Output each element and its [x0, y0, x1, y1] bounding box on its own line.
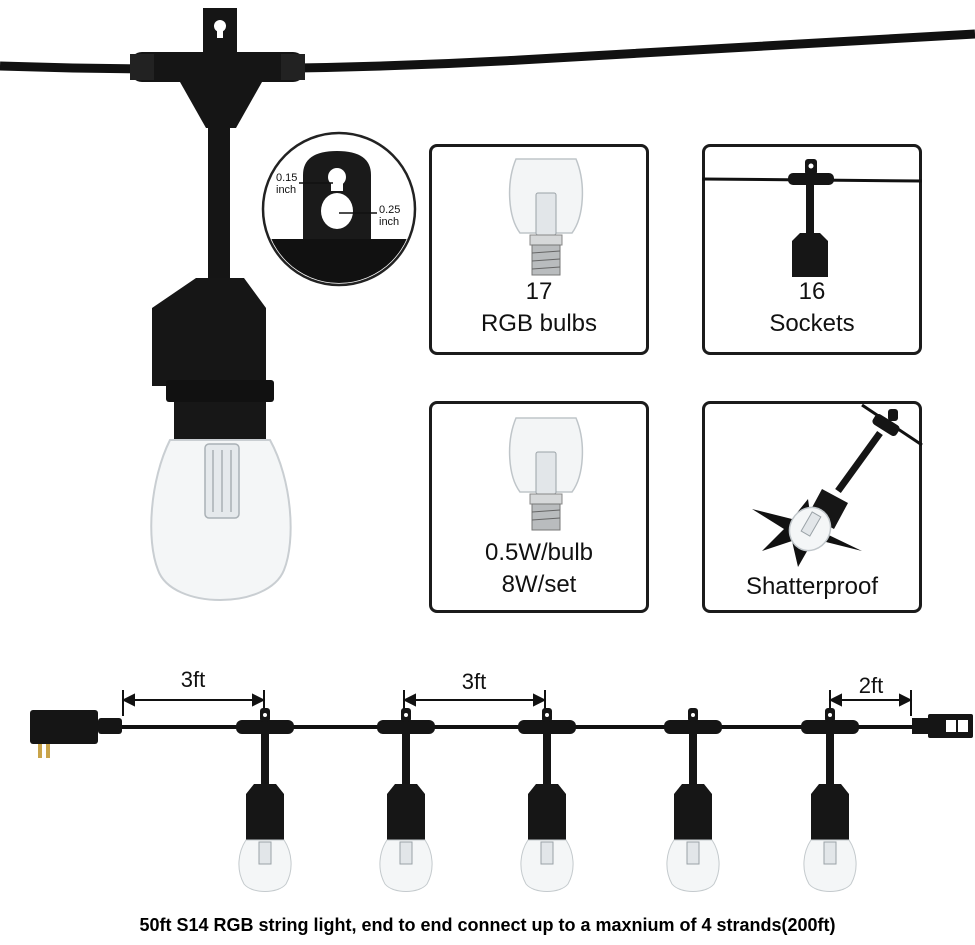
string-socket-3 — [518, 708, 576, 892]
bulbs-count: 17 — [525, 278, 553, 305]
large-hole-label: 0.25 inch — [379, 204, 400, 228]
sockets-label: Sockets — [769, 310, 855, 337]
main-string-light-illustration — [0, 8, 975, 601]
string-socket-2 — [377, 708, 435, 892]
main-cable — [0, 29, 975, 74]
watt-per-bulb: 0.5W/bulb — [484, 539, 594, 566]
small-hole-unit: inch — [276, 184, 297, 196]
dim-arrow-middle — [402, 690, 547, 716]
small-hole-label: 0.15 inch — [276, 172, 297, 196]
bulb-wattage-icon — [508, 417, 584, 531]
main-bulb-glass — [150, 439, 292, 601]
spacing-first-label: 3ft — [180, 667, 206, 692]
spacing-middle-label: 3ft — [461, 669, 487, 694]
panel-sockets: 16 Sockets — [701, 144, 923, 355]
string-socket-1 — [236, 708, 294, 892]
string-socket-4 — [664, 708, 722, 892]
power-plug — [30, 710, 98, 744]
shatter-icon — [752, 403, 923, 567]
product-caption: 50ft S14 RGB string light, end to end co… — [139, 915, 836, 935]
drop-cable — [208, 128, 230, 278]
large-hole-unit: inch — [379, 216, 400, 228]
small-hole-value: 0.15 — [276, 172, 298, 184]
full-string-diagram — [30, 690, 973, 892]
large-hole-value: 0.25 — [379, 204, 401, 216]
dim-arrow-first — [121, 690, 266, 716]
spacing-end-label: 2ft — [858, 673, 884, 698]
end-connector — [912, 718, 928, 734]
string-socket-5 — [801, 708, 859, 892]
main-junction — [130, 52, 305, 82]
hanger-detail-circle — [261, 131, 417, 287]
socket-icon — [701, 159, 923, 277]
panel-shatterproof: Shatterproof — [702, 401, 923, 613]
bulb-icon — [508, 158, 584, 276]
sockets-count: 16 — [798, 278, 826, 305]
bulb-socket — [152, 278, 266, 386]
bulbs-label: RGB bulbs — [480, 310, 598, 337]
panel-wattage: 0.5W/bulb 8W/set — [429, 401, 649, 613]
watt-per-set: 8W/set — [501, 571, 577, 598]
panel-bulbs: 17 RGB bulbs — [429, 144, 649, 355]
shatterproof-label: Shatterproof — [745, 573, 879, 600]
